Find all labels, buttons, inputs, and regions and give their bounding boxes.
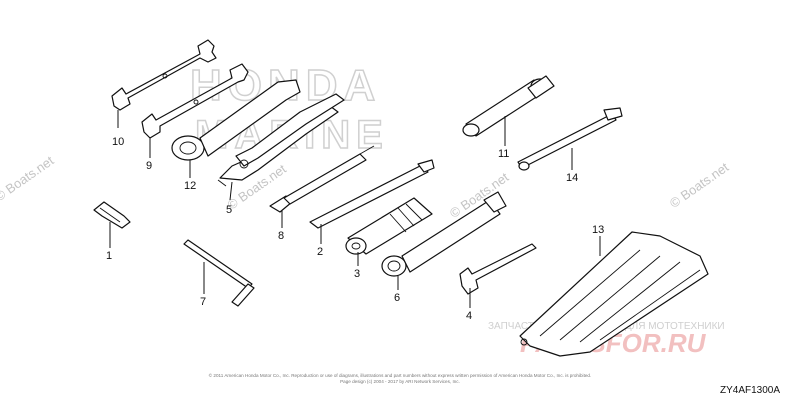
- callout-12[interactable]: 12: [184, 180, 196, 192]
- callout-11[interactable]: 11: [498, 148, 509, 160]
- callout-7[interactable]: 7: [200, 296, 206, 308]
- part-11-socket-wrench-icon: [462, 75, 555, 137]
- leader-lines: [109, 110, 601, 308]
- part-6-plug-wrench-icon: [381, 191, 507, 277]
- callout-8[interactable]: 8: [278, 230, 284, 242]
- part-1-holder-icon: [93, 201, 131, 229]
- part-8-screwdriver-icon: [269, 145, 375, 213]
- part-5-pliers-icon: [217, 93, 345, 187]
- part-12-box-wrench-icon: [171, 79, 301, 161]
- callout-10[interactable]: 10: [112, 136, 124, 148]
- boats-net-watermark-left: © Boats.net: [0, 153, 57, 205]
- part-4-small-wrench-icon: [459, 243, 537, 295]
- callout-labels: 10 9 12 5 11 14 1 8 2 3 6 7 4 13: [106, 136, 604, 322]
- callout-2[interactable]: 2: [317, 246, 323, 258]
- copyright-line-1: © 2011 American Honda Motor Co., Inc. Re…: [209, 372, 591, 378]
- callout-9[interactable]: 9: [146, 160, 152, 172]
- callout-13[interactable]: 13: [592, 224, 604, 236]
- part-14-tommy-bar-icon: [517, 107, 623, 171]
- part-10-wrench-icon: [111, 39, 217, 111]
- part-13-tool-bag-icon: [519, 231, 709, 357]
- callout-5[interactable]: 5: [226, 204, 232, 216]
- part-2-screwdriver-blade-icon: [309, 159, 435, 229]
- callout-1[interactable]: 1: [106, 250, 112, 262]
- part-9-wrench-icon: [141, 63, 249, 139]
- callout-14[interactable]: 14: [566, 172, 578, 184]
- footer: © 2011 American Honda Motor Co., Inc. Re…: [209, 372, 781, 396]
- callout-3[interactable]: 3: [354, 268, 360, 280]
- callout-6[interactable]: 6: [394, 292, 400, 304]
- diagram-code: ZY4AF1300A: [720, 385, 780, 396]
- part-3-handle-icon: [345, 197, 433, 255]
- copyright-line-2: Page design (c) 2004 - 2017 by ARI Netwo…: [340, 379, 460, 384]
- boats-net-watermark-far-right: © Boats.net: [667, 159, 732, 211]
- callout-4[interactable]: 4: [466, 310, 472, 322]
- part-7-hex-key-icon: [183, 239, 255, 307]
